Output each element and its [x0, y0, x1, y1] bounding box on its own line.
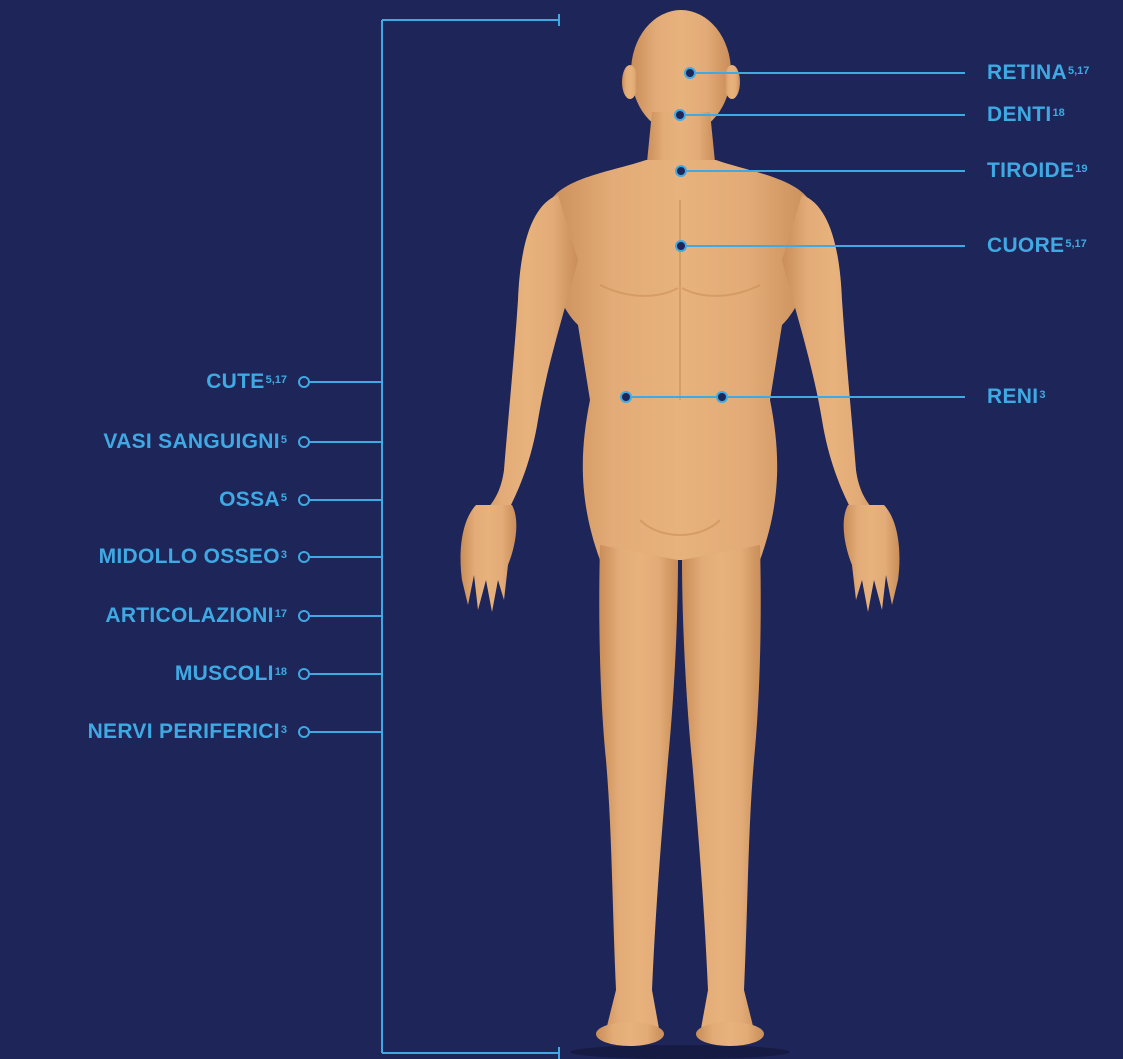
right-connector-dot — [685, 68, 695, 78]
right-connector-dot — [675, 110, 685, 120]
reference-number: 3 — [281, 724, 287, 736]
reference-number: 18 — [1053, 107, 1065, 119]
organ-name: MUSCOLI — [175, 662, 274, 685]
arm-left — [476, 195, 578, 525]
hand-right — [844, 505, 900, 612]
left-connector-dot — [299, 437, 309, 447]
organ-name: TIROIDE — [987, 159, 1074, 182]
right-label-tiroide: TIROIDE19 — [987, 159, 1088, 183]
organ-name: VASI SANGUIGNI — [103, 430, 280, 453]
right-connector-dot — [621, 392, 631, 402]
ear-left — [622, 65, 638, 99]
left-connector-dot — [299, 377, 309, 387]
left-connector-dot — [299, 495, 309, 505]
left-label-nervi-periferici: NERVI PERIFERICI3 — [88, 720, 287, 744]
organ-name: DENTI — [987, 103, 1052, 126]
reference-number: 5 — [281, 434, 287, 446]
arm-right — [782, 195, 884, 525]
organ-name: ARTICOLAZIONI — [105, 604, 273, 627]
left-label-cute: CUTE5,17 — [206, 370, 287, 394]
right-connector-dot — [676, 241, 686, 251]
organ-name: CUORE — [987, 234, 1064, 257]
ear-right — [724, 65, 740, 99]
reference-number: 5,17 — [1068, 65, 1089, 77]
reference-number: 3 — [281, 549, 287, 561]
organ-name: NERVI PERIFERICI — [88, 720, 280, 743]
left-label-articolazioni: ARTICOLAZIONI17 — [105, 604, 287, 628]
left-connectors — [299, 377, 382, 737]
left-label-muscoli: MUSCOLI18 — [175, 662, 287, 686]
left-label-midollo-osseo: MIDOLLO OSSEO3 — [99, 545, 287, 569]
hand-left — [461, 505, 517, 612]
reference-number: 17 — [275, 608, 287, 620]
reference-number: 5,17 — [1065, 238, 1086, 250]
right-label-denti: DENTI18 — [987, 103, 1065, 127]
reference-number: 3 — [1039, 389, 1045, 401]
right-label-reni: RENI3 — [987, 385, 1046, 409]
organ-name: MIDOLLO OSSEO — [99, 545, 280, 568]
right-connector-dot — [717, 392, 727, 402]
organ-name: RETINA — [987, 61, 1067, 84]
left-connector-dot — [299, 552, 309, 562]
right-connector-dot — [676, 166, 686, 176]
leg-right — [682, 545, 761, 1034]
left-connector-dot — [299, 727, 309, 737]
foot-left — [596, 1022, 664, 1046]
leg-left — [599, 545, 678, 1034]
reference-number: 18 — [275, 666, 287, 678]
reference-number: 19 — [1075, 163, 1087, 175]
left-connector-dot — [299, 611, 309, 621]
right-label-cuore: CUORE5,17 — [987, 234, 1087, 258]
organ-name: RENI — [987, 385, 1038, 408]
reference-number: 5 — [281, 492, 287, 504]
floor-shadow — [570, 1045, 790, 1059]
left-label-vasi-sanguigni: VASI SANGUIGNI5 — [103, 430, 287, 454]
foot-right — [696, 1022, 764, 1046]
right-label-retina: RETINA5,17 — [987, 61, 1089, 85]
organ-name: OSSA — [219, 488, 280, 511]
left-connector-dot — [299, 669, 309, 679]
organ-name: CUTE — [206, 370, 264, 393]
reference-number: 5,17 — [266, 374, 287, 386]
left-label-ossa: OSSA5 — [219, 488, 287, 512]
